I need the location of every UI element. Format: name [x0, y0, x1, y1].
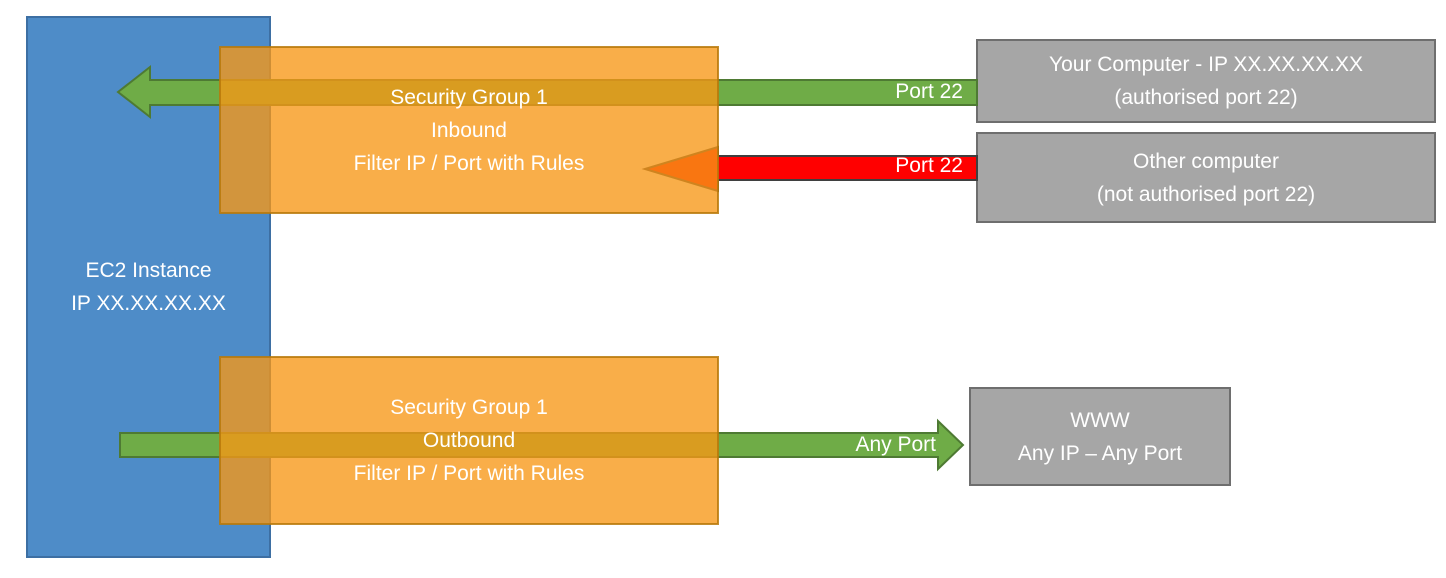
- security-group-inbound-box: [219, 46, 719, 214]
- security-group-outbound-box: [219, 356, 719, 525]
- www-box: [969, 387, 1231, 486]
- your-computer-box: [976, 39, 1436, 123]
- other-computer-box: [976, 132, 1436, 223]
